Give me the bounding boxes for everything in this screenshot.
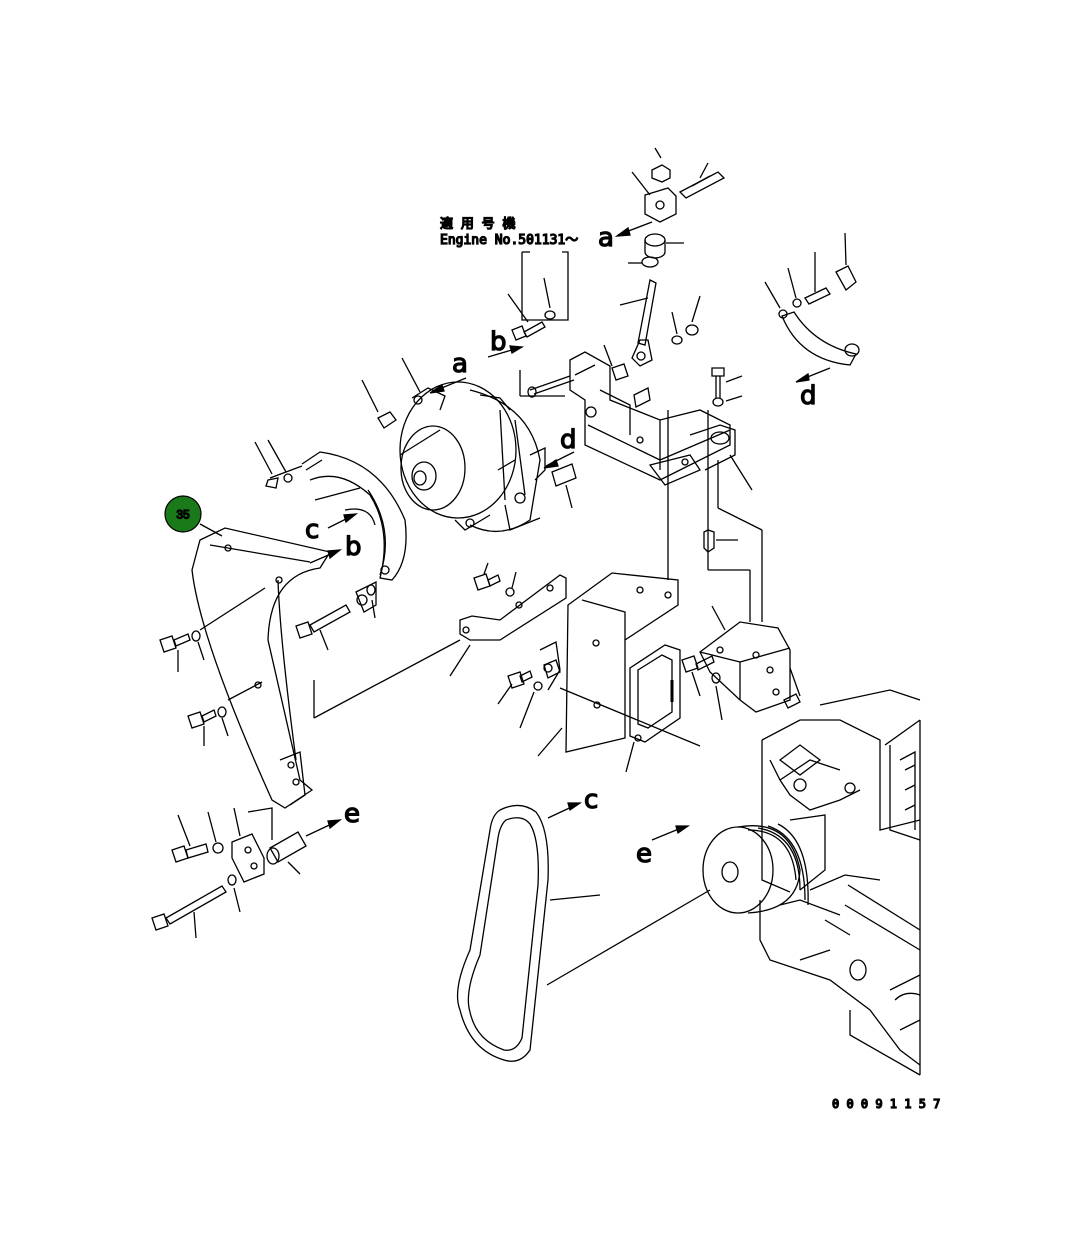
- ref-letter-c-belt: c: [584, 785, 598, 815]
- belt-guard: b: [192, 528, 362, 808]
- tensioner-block: [682, 410, 800, 720]
- ref-letter-e-pulley: e: [636, 839, 652, 869]
- ref-letter-d-right: d: [800, 381, 817, 411]
- ref-letter-a-top: a: [598, 223, 614, 253]
- rod-hardware: [672, 296, 700, 344]
- spacer-bolt-top: [508, 252, 574, 397]
- fan-belt: c: [458, 784, 710, 1061]
- small-sleeve: [604, 345, 628, 380]
- fan-guard: c: [255, 440, 406, 580]
- small-plate: [552, 464, 576, 508]
- crankshaft-pulley: e: [635, 815, 825, 913]
- callout-35-label: 35: [176, 508, 190, 522]
- ref-letter-c-left: c: [305, 515, 319, 545]
- ref-letter-d-mid: d: [560, 425, 577, 455]
- engine-block: [760, 690, 920, 1075]
- lower-strap: [314, 563, 566, 718]
- callout-35-leader: [200, 524, 222, 536]
- engine-number-label: Engine No.501131～: [440, 233, 578, 248]
- drawing-number: 0 0 0 9 1 1 5 7: [832, 1097, 940, 1111]
- bracket-bolt: [712, 368, 742, 406]
- arrow-a-top: [617, 228, 630, 236]
- callout-35-badge[interactable]: [165, 496, 201, 532]
- spacer-e-group: e: [152, 798, 361, 938]
- mounting-bracket: [570, 352, 752, 490]
- guard-bolts: [160, 582, 376, 746]
- ref-letter-a-mid: a: [452, 349, 468, 379]
- ref-letter-b-mid: b: [345, 532, 362, 562]
- top-bracket-assembly: [620, 148, 724, 366]
- right-clamp-assembly: d: [765, 233, 859, 412]
- alternator: [362, 358, 545, 531]
- center-plate: [498, 410, 700, 772]
- ref-letter-e-left: e: [344, 799, 360, 829]
- applicability-label: 適 用 号 機: [440, 216, 515, 232]
- ref-letter-b-top: b: [490, 327, 507, 357]
